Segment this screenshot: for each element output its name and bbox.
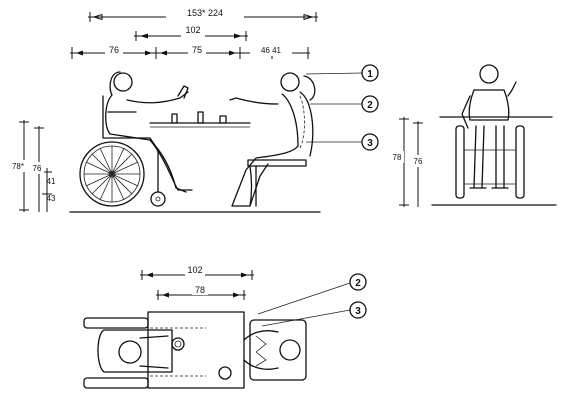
front-wheelchair (455, 125, 525, 199)
side-view: 153* 224 102 76 75 (10, 8, 379, 213)
dim-a-label: 78* (12, 162, 24, 171)
callout-2-label: 2 (367, 100, 373, 111)
front-person-head (479, 64, 499, 84)
wheelchair-user (79, 71, 193, 207)
dim-middle: 102 (134, 25, 248, 41)
dim-overall-label: 153* 224 (187, 8, 223, 18)
plan-dim-outer-label: 102 (187, 265, 202, 275)
plan-seated-person (243, 319, 307, 381)
callout-1: 1 (305, 64, 379, 82)
plan-table (147, 311, 245, 389)
callout-3: 3 (306, 133, 379, 151)
dim-left-label: 76 (109, 45, 119, 55)
plan-callout-2-label: 2 (355, 278, 361, 289)
plan-seated-person-head (279, 339, 301, 361)
plan-dim-inner-label: 78 (195, 285, 205, 295)
table (149, 111, 251, 128)
front-person (461, 64, 517, 189)
front-dim-b-label: 76 (414, 157, 423, 166)
front-dims: 78 76 (390, 117, 425, 207)
callout-1-label: 1 (367, 69, 373, 80)
plan-wheelchair (83, 317, 206, 389)
dim-overall: 153* 224 (88, 8, 318, 22)
callout-3-label: 3 (367, 138, 373, 149)
dim-right-label: 46 41 (261, 46, 282, 55)
callout-2: 2 (310, 95, 379, 113)
seated-person-head (280, 72, 300, 92)
dim-d-label: 43 (47, 194, 56, 203)
plan-dim-outer: 102 (140, 264, 254, 280)
dim-center-label: 75 (192, 45, 202, 55)
front-dim-a-label: 78 (393, 153, 402, 162)
plan-dim-inner: 78 (156, 284, 246, 300)
dim-b-label: 76 (33, 164, 42, 173)
plan-callout-3: 3 (261, 301, 367, 327)
plan-table-cup (218, 366, 232, 380)
plan-wheelchair-user-head (118, 340, 142, 364)
wheelchair-user-head (113, 72, 133, 92)
wheelchair-caster (150, 191, 166, 207)
dim-middle-label: 102 (185, 25, 200, 35)
plan-callout-2: 2 (257, 273, 367, 315)
dim-c-label: 41 (47, 177, 56, 186)
dim-vertical-left: 78* 76 41 43 (10, 120, 56, 212)
plan-view: 102 78 (83, 264, 367, 389)
plan-callout-3-label: 3 (355, 306, 361, 317)
wheelchair-large-wheel (79, 141, 145, 207)
dim-row-three: 76 75 46 41 (70, 45, 310, 59)
seated-person (229, 72, 316, 207)
front-view: 78 76 (390, 64, 557, 207)
